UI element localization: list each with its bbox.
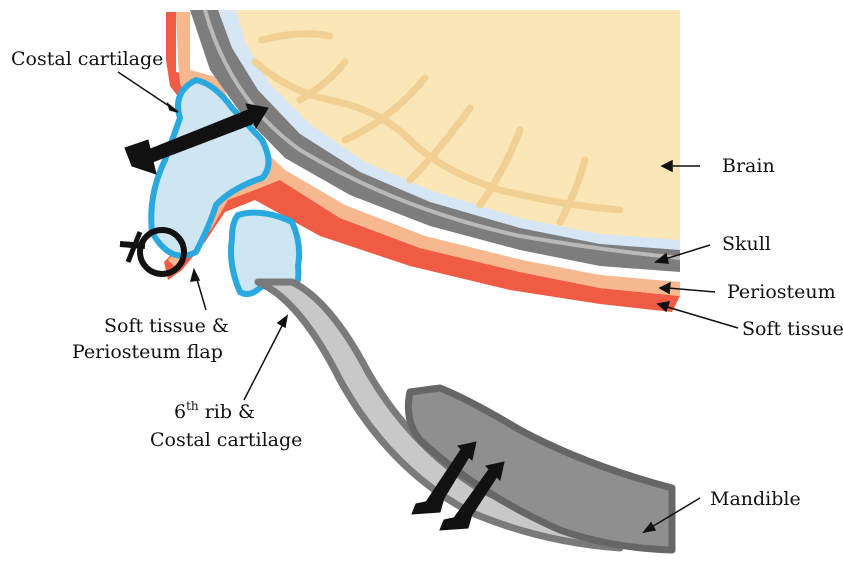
label-skull: Skull [722, 233, 771, 255]
label-rib-rest: rib & [199, 401, 255, 423]
label-brain: Brain [722, 155, 775, 177]
label-flap-line2: Periosteum flap [72, 341, 223, 363]
label-rib-line1: 6th rib & [174, 399, 255, 423]
label-rib-number: 6 [174, 401, 186, 423]
label-mandible: Mandible [710, 488, 801, 510]
label-rib-line2: Costal cartilage [150, 429, 302, 451]
label-flap-line1: Soft tissue & [104, 315, 229, 337]
label-costal-cartilage: Costal cartilage [11, 48, 163, 70]
label-periosteum: Periosteum [727, 281, 836, 303]
label-rib-suffix: th [186, 399, 199, 413]
label-soft-tissue: Soft tissue [742, 318, 843, 340]
